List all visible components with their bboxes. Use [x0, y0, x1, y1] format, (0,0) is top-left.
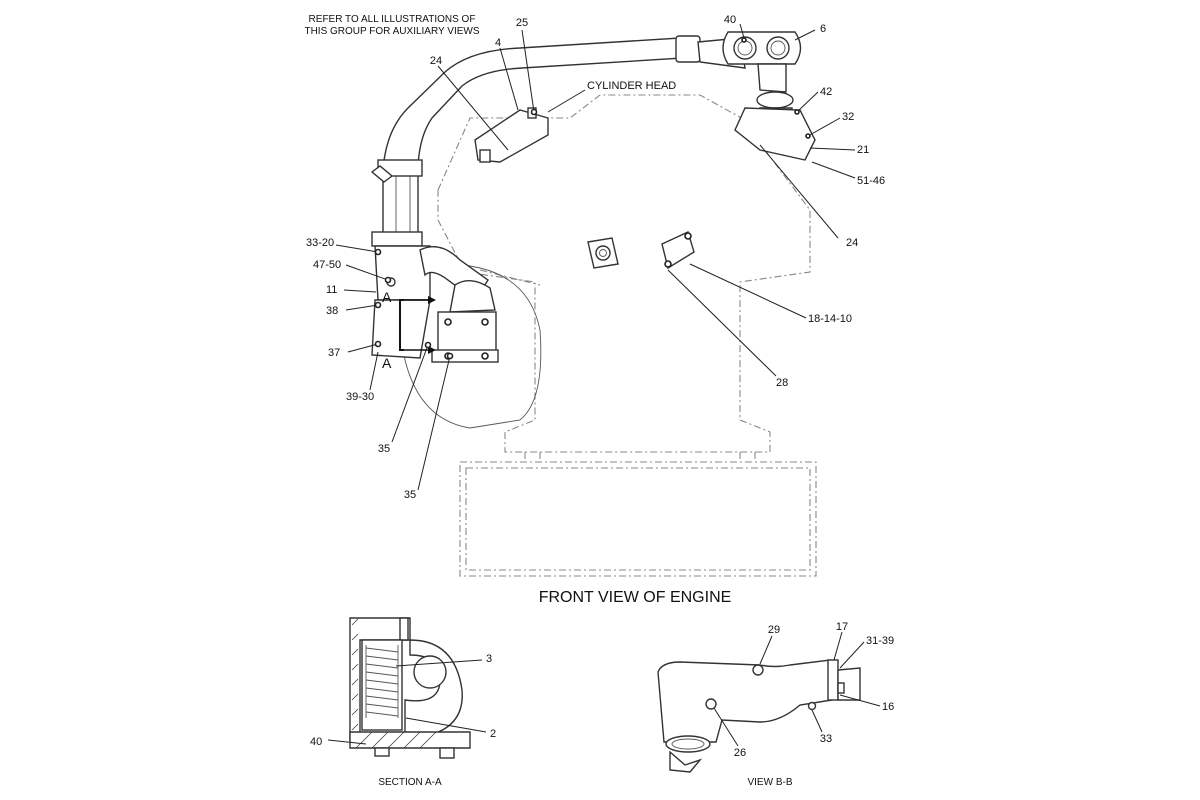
callout-37: 37	[328, 347, 340, 359]
view-bb-title: VIEW B-B	[747, 777, 792, 788]
callout-38: 38	[326, 305, 338, 317]
front-view-title: FRONT VIEW OF ENGINE	[539, 589, 732, 606]
section-cut-line: A A	[382, 289, 436, 371]
callout-25: 25	[516, 17, 528, 29]
callout-29: 29	[768, 624, 780, 636]
callout-26: 26	[734, 747, 746, 759]
callout-33: 33	[820, 733, 832, 745]
callout-42: 42	[820, 86, 832, 98]
note-line-2: THIS GROUP FOR AUXILIARY VIEWS	[304, 26, 479, 37]
callout-47-50: 47-50	[313, 259, 341, 271]
leader-lines	[335, 23, 856, 491]
callout-16: 16	[882, 701, 894, 713]
cover-plate-right	[661, 231, 695, 270]
callout-11: 11	[326, 284, 337, 296]
section-marker-top: A	[382, 289, 392, 305]
callout-31-39: 31-39	[866, 635, 894, 647]
callout-32: 32	[842, 111, 854, 123]
callout-17: 17	[836, 621, 848, 633]
callout-40-section: 40	[310, 736, 322, 748]
view-bb-drawing	[657, 659, 861, 773]
callout-28: 28	[776, 377, 788, 389]
callout-labels: 25 4 24 CYLINDER HEAD 40 6 42 32 21 51-4…	[306, 14, 885, 501]
callout-33-20: 33-20	[306, 237, 334, 249]
callout-35-b: 35	[404, 489, 416, 501]
auxiliary-views-note: REFER TO ALL ILLUSTRATIONS OF THIS GROUP…	[304, 14, 479, 37]
callout-21: 21	[857, 144, 869, 156]
callout-51-46: 51-46	[857, 175, 885, 187]
cylinder-head-label: CYLINDER HEAD	[587, 80, 676, 92]
section-aa-leaders	[327, 659, 487, 745]
water-pipe	[370, 35, 746, 236]
callout-6: 6	[820, 23, 826, 35]
callout-39-30: 39-30	[346, 391, 374, 403]
spring-coils	[365, 645, 399, 718]
view-bb-labels: 29 17 31-39 16 33 26 VIEW B-B	[734, 621, 894, 788]
callout-4: 4	[495, 37, 501, 49]
section-aa-drawing	[349, 617, 471, 759]
thermostat-housing	[722, 31, 816, 161]
view-bb-leaders	[713, 631, 881, 747]
section-marker-bottom: A	[382, 355, 392, 371]
cover-plate-center	[587, 237, 619, 269]
callout-24-right: 24	[846, 237, 858, 249]
note-line-1: REFER TO ALL ILLUSTRATIONS OF	[309, 14, 476, 25]
engine-outline	[437, 94, 817, 577]
section-aa-labels: 3 2 40 SECTION A-A	[310, 653, 496, 788]
section-aa-title: SECTION A-A	[378, 777, 442, 788]
callout-35-a: 35	[378, 443, 390, 455]
callout-2: 2	[490, 728, 496, 740]
callout-3: 3	[486, 653, 492, 665]
callout-18-14-10: 18-14-10	[808, 313, 852, 325]
regulator-housing	[474, 107, 549, 163]
callout-40-top: 40	[724, 14, 736, 26]
callout-24-top: 24	[430, 55, 442, 67]
